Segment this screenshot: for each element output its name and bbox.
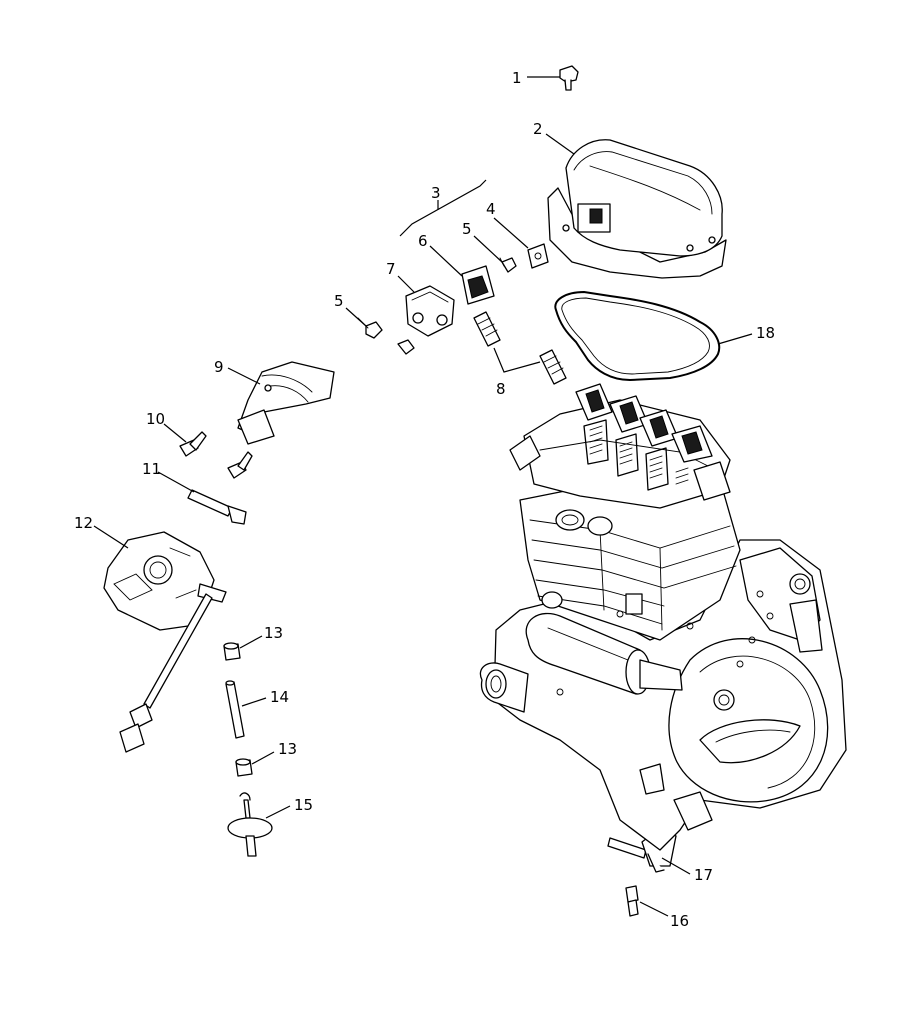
leader-10 [163,423,187,443]
leader-7 [397,275,415,293]
leader-5a [473,235,503,263]
part-13-cap-upper [223,642,241,661]
leader-14 [241,697,267,707]
callout-3: 3 [431,184,441,202]
leader-6 [429,245,463,277]
callout-5a: 5 [462,220,472,238]
callout-4: 4 [486,200,496,218]
leader-11 [157,471,195,493]
part-6-seal [461,265,495,305]
part-14-pin [225,680,245,739]
leader-5b [345,307,367,327]
callout-17: 17 [694,866,713,884]
callout-11: 11 [142,460,161,478]
callout-9: 9 [214,358,224,376]
part-9-intake-boot [237,361,335,445]
leader-4 [493,217,529,249]
part-5-screw-upper [499,257,517,273]
part-13-cap-lower [235,758,253,777]
part-5-screw-extra [397,339,415,355]
leader-9 [227,367,261,385]
part-2-valve-cover [547,139,727,279]
part-8-spark-plug-2 [539,349,567,385]
callout-1: 1 [512,69,522,87]
leader-15 [265,805,291,819]
callout-13a: 13 [264,624,283,642]
rocker-arms [575,383,713,491]
engine-assembly [479,383,847,851]
leader-13a [239,635,263,649]
callout-5b: 5 [334,292,344,310]
part-4-label [527,243,549,269]
callout-8: 8 [496,380,506,398]
part-8-spark-plug-1 [473,311,501,347]
part-15-valve [227,792,273,857]
leader-8 [493,347,541,373]
leader-2 [545,133,575,155]
callout-12: 12 [74,514,93,532]
callout-2: 2 [533,120,543,138]
callout-6: 6 [418,232,428,250]
part-5-screw-lower [357,317,383,339]
part-12-throttle-body [103,531,227,753]
callout-14: 14 [270,688,289,706]
callout-15: 15 [294,796,313,814]
part-16-screw [625,885,639,917]
callout-13b: 13 [278,740,297,758]
leader-12 [93,525,129,549]
leader-18 [717,333,753,345]
leader-13b [251,751,275,765]
callout-16: 16 [670,912,689,930]
starter-motor [525,612,683,695]
callout-10: 10 [146,410,165,428]
part-10-screw-2 [227,451,253,479]
leader-17 [661,857,691,875]
part-7-sensor [405,285,455,337]
leader-16 [639,901,669,917]
part-1-bolt [559,65,579,91]
bracket-3 [399,179,487,237]
part-18-gasket [554,291,721,381]
callout-18: 18 [756,324,775,342]
callout-7: 7 [386,260,396,278]
part-10-screw [179,431,207,457]
part-11-clamp [187,489,247,525]
